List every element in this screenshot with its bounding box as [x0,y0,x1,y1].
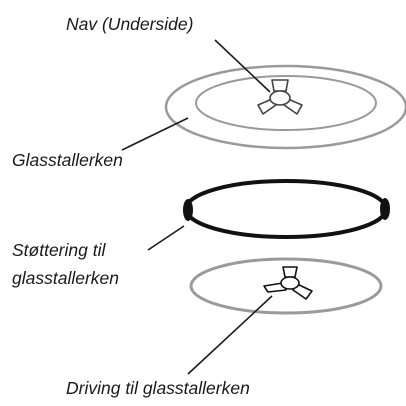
label-support-ring: Støttering til glasstallerken [12,236,119,292]
support-ring-left-roller [183,199,193,221]
leader-support-ring [147,225,185,251]
leader-lines [121,39,273,375]
label-hub: Nav (Underside) [66,14,194,34]
leader-glass-plate [121,117,189,151]
leader-hub [214,39,271,93]
support-ring-right-roller [380,198,390,220]
hub-underside-icon [257,79,303,115]
support-ring-loop [184,179,388,239]
glass-plate [164,64,406,150]
label-coupler: Driving til glasstallerken [66,378,250,398]
leader-coupler [187,295,273,375]
coupler-plate-rim [189,257,383,315]
coupler-plate [189,257,383,315]
label-support-ring-line1: Støttering til [12,240,106,260]
label-support-ring-line2: glasstallerken [12,268,119,288]
glass-plate-inner-rim [195,75,377,131]
glass-plate-outer-rim [164,64,406,150]
support-ring [183,179,390,239]
coupler-icon [263,266,313,300]
label-glass-plate: Glasstallerken [12,150,123,170]
